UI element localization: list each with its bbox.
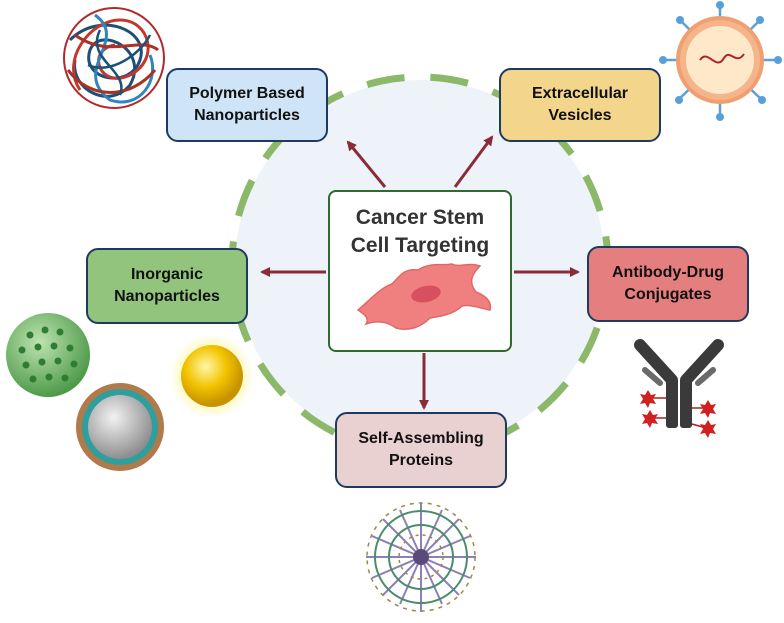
box-polymer-line2: Nanoparticles <box>194 107 300 124</box>
box-vesicles-line1: Extracellular <box>531 85 629 102</box>
box-self-assembling-proteins: Self-Assembling Proteins <box>335 412 507 488</box>
box-antibody-drug-conjugates: Antibody-Drug Conjugates <box>587 246 749 322</box>
box-inorganic-nanoparticles: Inorganic Nanoparticles <box>86 248 248 324</box>
extracellular-vesicle-icon <box>659 1 782 121</box>
box-proteins-line2: Proteins <box>388 452 453 469</box>
arrow-to-polymer <box>346 140 387 188</box>
box-polymer-nanoparticles: Polymer Based Nanoparticles <box>166 68 328 142</box>
center-title-line2: Cell Targeting <box>350 234 490 257</box>
cancer-stem-cell-icon <box>356 263 492 330</box>
box-inorganic-line2: Nanoparticles <box>114 288 220 305</box>
protein-cage-icon <box>366 502 476 612</box>
box-vesicles-line2: Vesicles <box>548 107 612 124</box>
gold-nanoparticle-icon <box>170 334 254 418</box>
box-polymer-line1: Polymer Based <box>189 85 305 102</box>
green-dotted-sphere-icon <box>6 313 90 397</box>
box-adc-line2: Conjugates <box>624 286 712 303</box>
box-inorganic-line1: Inorganic <box>130 266 203 283</box>
arrow-to-vesicles <box>453 135 494 188</box>
center-box: Cancer Stem Cell Targeting <box>328 190 512 352</box>
polymer-nanoparticle-icon <box>63 7 165 109</box>
center-title-line1: Cancer Stem <box>355 206 485 229</box>
center-title: Cancer Stem Cell Targeting <box>330 204 510 260</box>
box-proteins-line1: Self-Assembling <box>358 430 484 447</box>
antibody-drug-conjugate-icon <box>634 339 724 438</box>
box-adc-line1: Antibody-Drug <box>612 264 724 281</box>
core-shell-nanoparticle-icon <box>76 383 164 471</box>
box-extracellular-vesicles: Extracellular Vesicles <box>499 68 661 142</box>
